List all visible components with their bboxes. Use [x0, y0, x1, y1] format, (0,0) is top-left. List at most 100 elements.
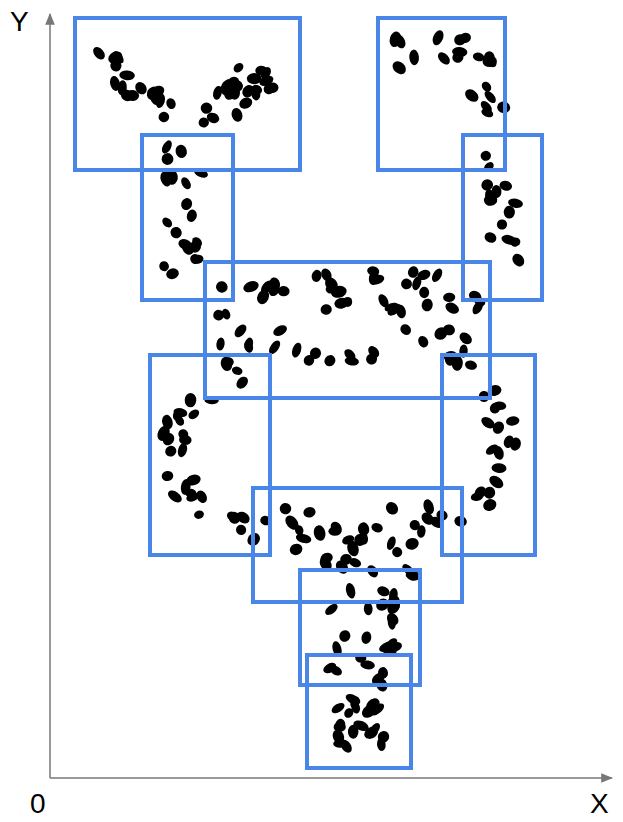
data-dot	[464, 359, 478, 371]
data-dot	[230, 107, 244, 123]
data-dot	[331, 728, 347, 745]
y-axis	[49, 14, 51, 778]
data-dot	[366, 702, 382, 718]
data-dot	[211, 308, 226, 323]
bounding-box	[205, 262, 490, 398]
data-dot	[383, 500, 400, 517]
x-axis	[50, 777, 612, 779]
data-dot	[171, 408, 184, 422]
data-dot	[226, 509, 243, 526]
data-dot	[319, 267, 333, 283]
data-dot	[420, 297, 434, 312]
data-dot	[185, 491, 200, 504]
data-dot	[505, 415, 520, 426]
data-dot	[330, 701, 347, 716]
data-dot	[157, 110, 170, 123]
data-dot	[363, 602, 372, 615]
data-dot	[163, 444, 178, 458]
data-dot	[487, 473, 506, 490]
data-dot	[328, 520, 344, 537]
data-dot	[354, 534, 366, 547]
data-dot	[409, 49, 420, 65]
data-dot	[362, 724, 380, 741]
data-dot	[333, 558, 350, 576]
data-dot	[322, 353, 338, 369]
bounding-box	[442, 355, 535, 555]
data-dot	[185, 473, 202, 487]
data-dot	[341, 533, 356, 546]
data-dot	[192, 253, 205, 264]
data-dot	[160, 216, 174, 230]
data-dot	[159, 151, 176, 168]
data-dot	[166, 488, 184, 505]
data-dot	[214, 279, 230, 295]
data-dot	[491, 419, 507, 435]
data-dot	[247, 73, 262, 84]
data-dot	[344, 692, 362, 707]
data-dot	[240, 83, 256, 100]
data-dot	[119, 70, 135, 81]
data-dot	[219, 355, 234, 372]
data-dot	[481, 497, 498, 514]
data-dot	[493, 401, 507, 411]
data-dot	[416, 334, 430, 349]
data-dot	[457, 330, 474, 347]
data-dot	[176, 427, 190, 441]
data-dot	[344, 356, 360, 367]
bounding-box	[142, 135, 233, 300]
data-dot	[278, 501, 293, 516]
data-dot	[442, 323, 456, 336]
data-dot	[303, 506, 317, 519]
data-dot	[174, 144, 188, 160]
data-dot	[483, 188, 498, 206]
data-dot	[185, 208, 198, 223]
bounding-box	[300, 570, 420, 685]
data-dot	[187, 407, 201, 421]
data-dot	[312, 524, 327, 542]
data-dot	[491, 463, 507, 474]
data-dot	[500, 233, 518, 246]
data-dot	[408, 518, 422, 532]
data-dot	[223, 356, 235, 367]
data-dot	[180, 240, 196, 257]
data-dot	[510, 251, 527, 268]
data-dot	[436, 50, 453, 67]
data-dot	[387, 614, 396, 630]
data-dot	[160, 431, 176, 448]
data-dot	[179, 196, 194, 211]
data-dot	[406, 265, 420, 279]
data-dot	[376, 585, 391, 599]
data-dot	[91, 45, 107, 62]
data-dot	[443, 300, 460, 316]
data-dot	[148, 90, 161, 106]
data-dot	[201, 102, 213, 113]
data-dot	[390, 59, 408, 77]
data-dot	[385, 301, 403, 318]
data-dot	[231, 365, 244, 376]
data-dot	[290, 341, 303, 358]
data-dot	[328, 664, 343, 678]
data-dot	[234, 523, 248, 537]
data-dot	[472, 51, 485, 62]
data-dot	[483, 230, 498, 244]
axis-label: Y	[10, 8, 29, 36]
data-dot	[365, 352, 379, 366]
bounding-boxes	[75, 18, 542, 768]
data-dot	[117, 80, 128, 96]
data-dot	[422, 498, 436, 516]
data-dot	[430, 267, 445, 284]
data-dot	[470, 491, 484, 502]
data-dot	[232, 61, 246, 74]
data-dot	[184, 393, 196, 408]
data-dot	[404, 536, 420, 551]
bounding-box	[307, 655, 411, 768]
data-dot	[343, 297, 352, 307]
data-dot	[176, 442, 188, 458]
data-dot	[259, 65, 274, 81]
data-dot	[495, 218, 508, 231]
data-dot	[360, 630, 372, 644]
data-dot	[310, 269, 322, 283]
data-dot	[237, 95, 254, 110]
